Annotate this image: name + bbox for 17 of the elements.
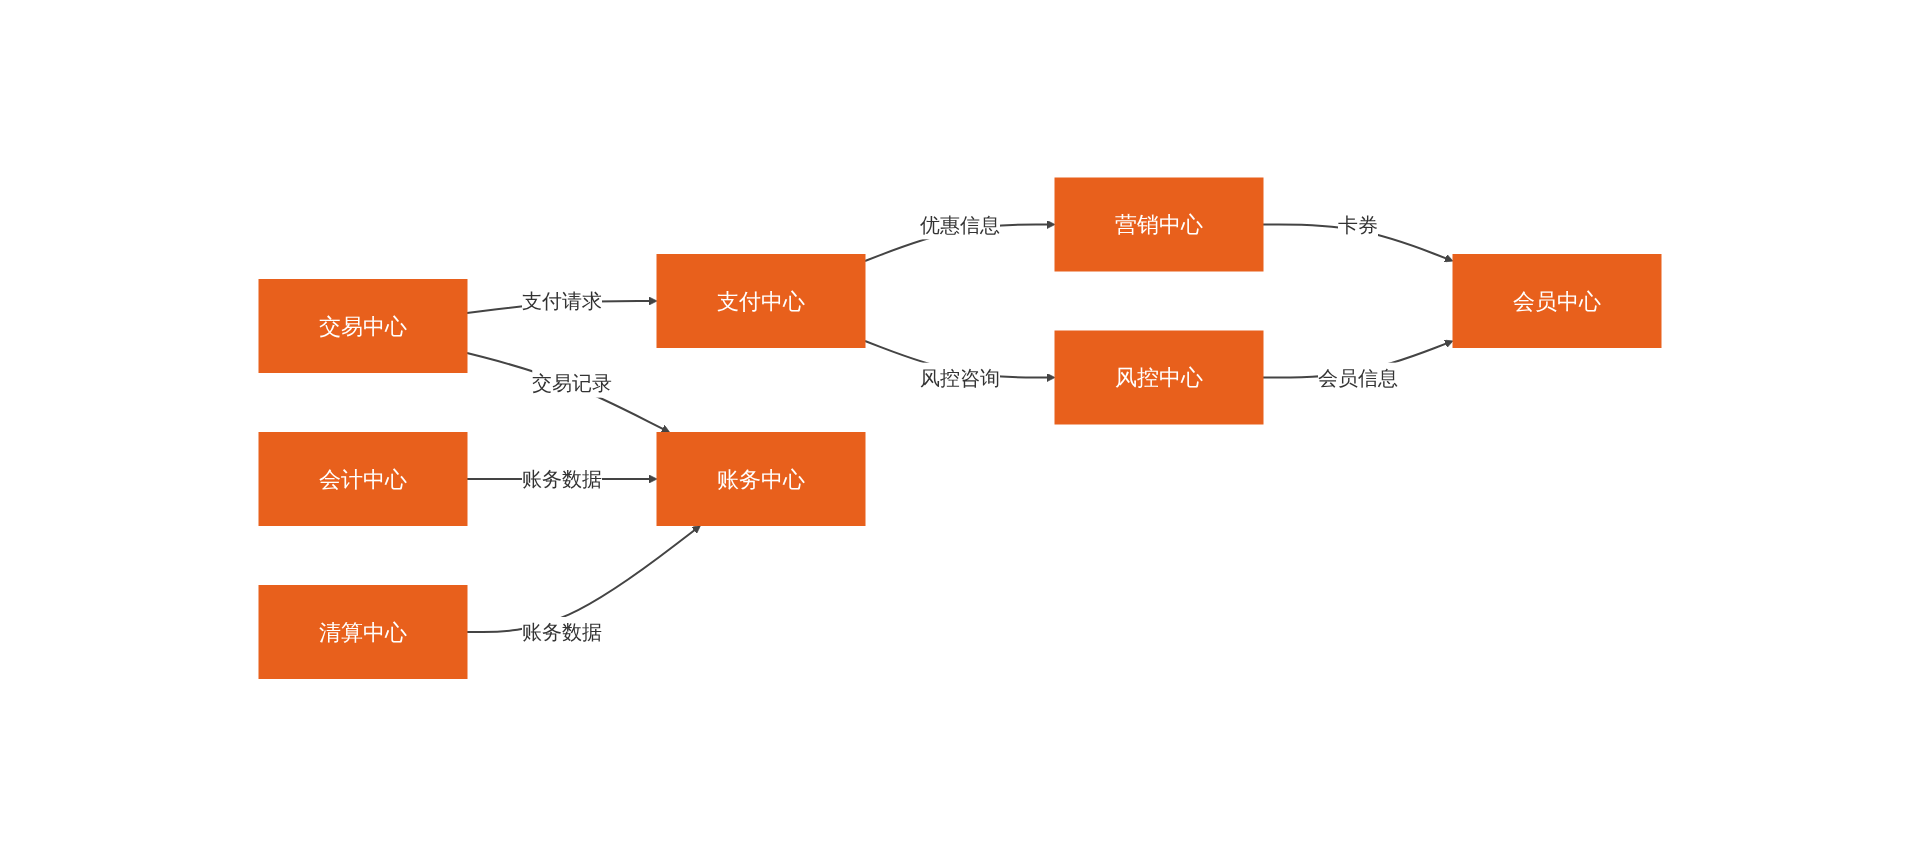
edge-label: 卡券	[1338, 212, 1378, 237]
edge-label: 风控咨询	[920, 365, 1000, 390]
node-box: 支付中心	[656, 254, 866, 349]
node-box: 交易中心	[258, 279, 468, 374]
edge-label: 账务数据	[522, 620, 602, 645]
node-box: 营销中心	[1054, 177, 1264, 272]
edge-label: 交易记录	[532, 370, 613, 395]
edge-label: 支付请求	[522, 289, 602, 314]
arrow	[466, 352, 671, 434]
edge-label: 账务数据	[522, 467, 602, 492]
node-box: 账务中心	[656, 432, 866, 527]
node-box: 会计中心	[258, 432, 468, 527]
node-box: 清算中心	[258, 585, 468, 680]
edge-label: 会员信息	[1318, 365, 1398, 390]
node-box: 风控中心	[1054, 330, 1264, 425]
node-box: 会员中心	[1452, 254, 1662, 349]
edge-label: 优惠信息	[920, 212, 1000, 237]
